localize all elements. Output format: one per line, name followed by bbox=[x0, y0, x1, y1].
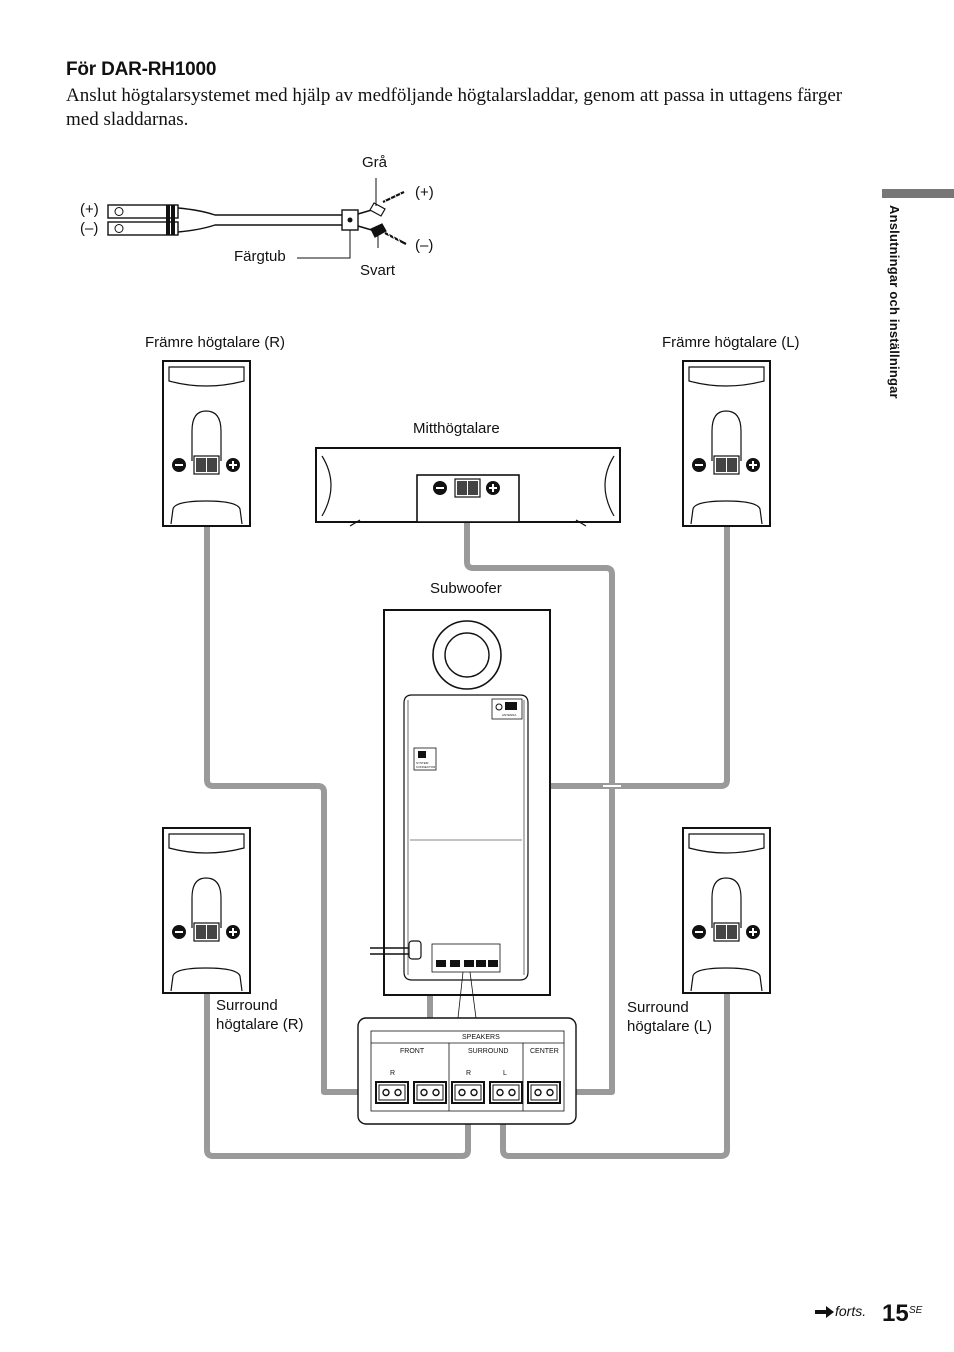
front-left-label: Främre högtalare (L) bbox=[662, 334, 800, 351]
surround-right-speaker bbox=[162, 827, 251, 994]
jack-surround-r bbox=[451, 1081, 485, 1104]
cable-surround-left bbox=[500, 942, 730, 1159]
cable-center bbox=[464, 495, 615, 1095]
cord-black-label: Svart bbox=[360, 262, 396, 279]
subwoofer bbox=[370, 609, 551, 1019]
panel-title: SPEAKERS bbox=[462, 1034, 500, 1041]
page-number-suffix: SE bbox=[909, 1305, 923, 1316]
center-label: Mitthögtalare bbox=[413, 420, 500, 437]
panel-surround-r-label: R bbox=[466, 1070, 472, 1077]
jack-center bbox=[527, 1081, 561, 1104]
cable-front-right bbox=[204, 477, 379, 1095]
arrow-right-icon bbox=[815, 1306, 834, 1318]
center-speaker bbox=[315, 447, 621, 527]
cord-plus-left-label: (+) bbox=[80, 201, 99, 218]
panel-center-label: CENTER bbox=[530, 1048, 559, 1055]
surround-left-label-line1: Surround bbox=[627, 999, 689, 1016]
front-left-speaker bbox=[682, 360, 771, 527]
panel-surround-l-label: L bbox=[503, 1070, 507, 1077]
subwoofer-label: Subwoofer bbox=[430, 580, 502, 597]
cord-minus-left-label: (–) bbox=[80, 220, 99, 237]
system-connector-label-line2: CONNECTOR bbox=[416, 765, 436, 769]
antenna-label: ANTENNA bbox=[502, 713, 517, 717]
section-intro: Anslut högtalarsystemet med hjälp av med… bbox=[66, 85, 843, 130]
section-heading: För DAR-RH1000 bbox=[66, 59, 217, 80]
jack-front-l bbox=[413, 1081, 447, 1104]
cord-minus-right-label: (–) bbox=[415, 237, 434, 254]
panel-front-r-label: R bbox=[390, 1070, 396, 1077]
front-right-label: Främre högtalare (R) bbox=[145, 334, 286, 351]
cord-plus-right-label: (+) bbox=[415, 184, 434, 201]
speakers-terminal-panel bbox=[357, 1017, 577, 1125]
cord-tube-label: Färgtub bbox=[234, 248, 286, 265]
surround-right-label-line1: Surround bbox=[216, 997, 278, 1014]
system-connector-label-line1: SYSTEM bbox=[416, 761, 429, 765]
speaker-cord-illustration bbox=[107, 178, 407, 259]
panel-front-label: FRONT bbox=[400, 1048, 425, 1055]
side-tab-label: Anslutningar och inställningar bbox=[887, 205, 902, 399]
surround-left-label-line2: högtalare (L) bbox=[627, 1018, 713, 1035]
panel-surround-label: SURROUND bbox=[468, 1048, 509, 1055]
jack-front-r bbox=[375, 1081, 409, 1104]
continued-label: forts. bbox=[835, 1303, 867, 1319]
jack-surround-l bbox=[489, 1081, 523, 1104]
cable-surround-right bbox=[204, 942, 471, 1159]
page-number: 15 bbox=[882, 1300, 909, 1327]
side-tab-bar bbox=[882, 189, 954, 198]
cord-gray-label: Grå bbox=[362, 154, 388, 171]
surround-left-speaker bbox=[682, 827, 771, 994]
surround-right-label-line2: högtalare (R) bbox=[216, 1016, 304, 1033]
front-right-speaker bbox=[162, 360, 251, 527]
